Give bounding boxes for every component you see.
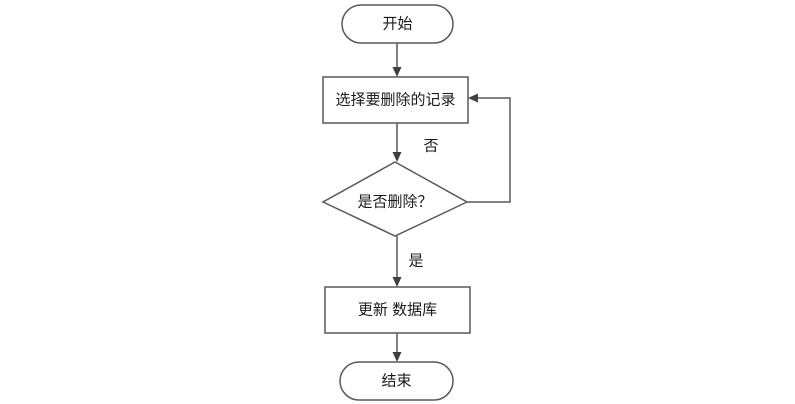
edge-label-yes: 是: [408, 253, 423, 270]
edge-decision-loop-back: [467, 97, 511, 203]
arrowhead-down-icon: [392, 152, 402, 162]
edge-label-no: 否: [423, 138, 438, 155]
arrowhead-down-icon: [392, 67, 402, 77]
node-decision-diamond: [321, 161, 469, 237]
node-decision-label: 是否删除？: [357, 194, 432, 211]
node-start-label: 开始: [382, 16, 412, 33]
node-update-label: 更新 数据库: [358, 302, 437, 319]
node-select-process: [322, 76, 469, 124]
node-end-label: 结束: [381, 373, 411, 390]
arrowhead-down-icon: [392, 277, 402, 287]
node-start-terminator: [341, 4, 454, 44]
node-end-terminator: [339, 361, 454, 401]
arrowhead-down-icon: [392, 352, 402, 362]
node-select-label: 选择要删除的记录: [335, 92, 455, 109]
node-update-process: [324, 286, 471, 334]
arrowhead-left-icon: [468, 93, 478, 103]
